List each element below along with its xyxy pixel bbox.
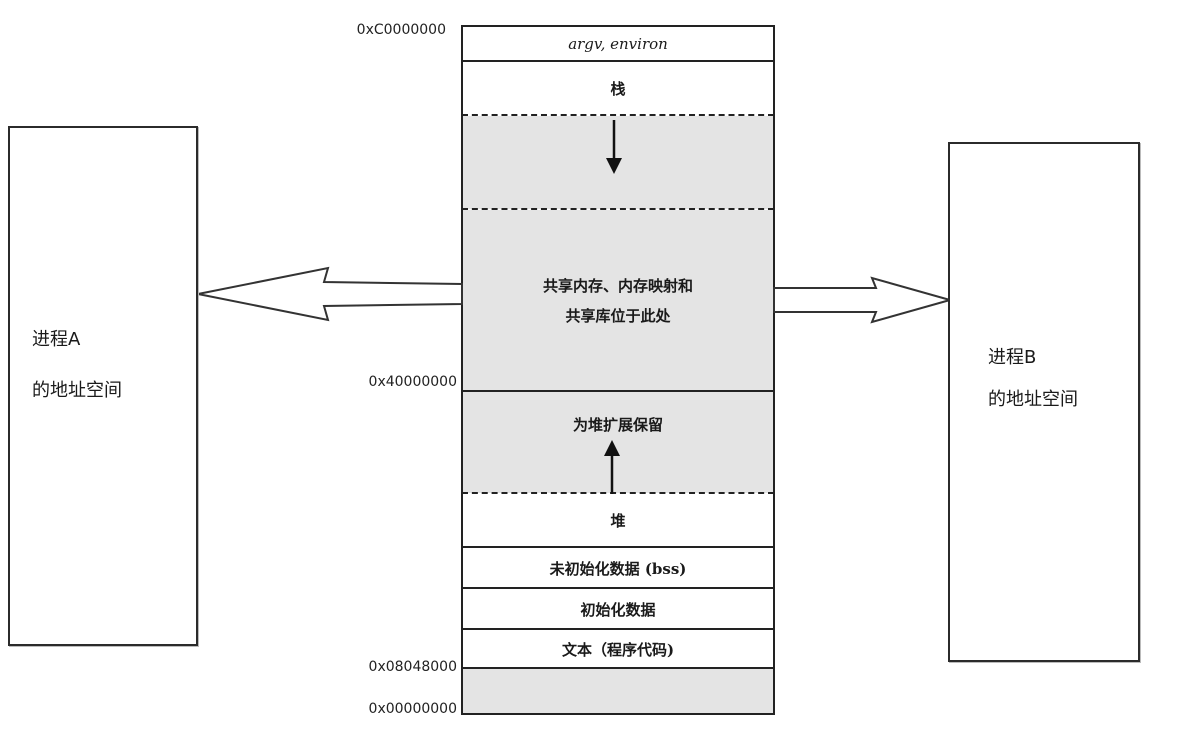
dashed-divider-stack (462, 114, 774, 116)
segment-data: 初始化数据 (462, 589, 774, 629)
process-a-label-line1: 进程A (32, 329, 81, 350)
segment-data-label: 初始化数据 (580, 600, 656, 619)
process-a-box: 进程A 的地址空间 (8, 126, 198, 646)
divider-line (462, 667, 774, 669)
dashed-divider-stack-limit (462, 208, 774, 210)
segment-heap-reserved-label: 为堆扩展保留 (572, 416, 663, 434)
address-text-start: 0x08048000 (368, 659, 457, 675)
process-b-label-line1: 进程B (988, 347, 1037, 368)
arrow-to-process-b-icon (773, 276, 952, 324)
segment-bss-label: 未初始化数据 (bss) (549, 559, 687, 578)
segment-stack-label: 栈 (610, 79, 626, 98)
segment-bottom-unmapped (462, 669, 774, 713)
process-b-label-line2: 的地址空间 (988, 389, 1078, 410)
segment-text: 文本（程序代码) (462, 630, 774, 668)
heap-growth-arrow-icon (604, 440, 620, 494)
dashed-divider-heap (462, 492, 774, 494)
segment-argv-environ-label: argv, environ (568, 34, 668, 53)
segment-heap: 堆 (462, 494, 774, 547)
divider-line (462, 546, 774, 548)
divider-line (462, 60, 774, 62)
process-b-box: 进程B 的地址空间 (948, 142, 1140, 662)
segment-argv-environ: argv, environ (462, 27, 774, 60)
stack-growth-arrow-icon (606, 120, 622, 174)
address-mid: 0x40000000 (368, 374, 457, 390)
segment-text-label: 文本（程序代码) (561, 640, 675, 659)
segment-heap-reserved: 为堆扩展保留 (462, 392, 774, 493)
segment-heap-label: 堆 (610, 512, 626, 530)
address-zero: 0x00000000 (368, 701, 457, 717)
divider-line (462, 628, 774, 630)
segment-shared-memory: 共享内存、内存映射和 共享库位于此处 (462, 210, 774, 391)
segment-stack: 栈 (462, 61, 774, 115)
arrow-to-process-a-icon (197, 266, 463, 322)
divider-line (462, 587, 774, 589)
process-a-label-line2: 的地址空间 (32, 380, 122, 401)
segment-bss: 未初始化数据 (bss) (462, 548, 774, 588)
address-top: 0xC0000000 (356, 22, 446, 38)
segment-shared-label-line2: 共享库位于此处 (565, 306, 671, 325)
divider-line (462, 390, 774, 392)
segment-shared-label-line1: 共享内存、内存映射和 (542, 276, 693, 295)
